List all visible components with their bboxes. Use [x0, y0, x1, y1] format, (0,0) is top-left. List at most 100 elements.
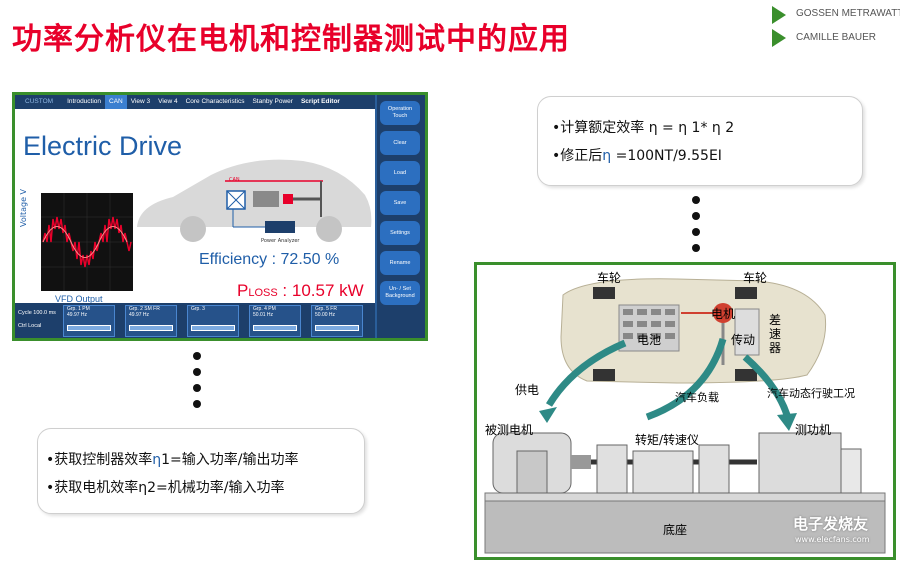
group-name: Grp. 4 PM [253, 306, 276, 312]
power-analyzer-label: Power Analyzer [261, 238, 300, 244]
rename-button[interactable]: Rename [380, 251, 420, 275]
efficiency-readout: Efficiency : 72.50 % [199, 251, 340, 268]
group-panel[interactable]: Grp. 3 [187, 305, 239, 337]
formula-line-2-rest: =100NT/9.55EI [611, 148, 722, 164]
button-label: Un- / Set [389, 286, 411, 292]
group-meter [191, 325, 235, 331]
scope-label: VFD Output [55, 294, 103, 304]
slide-title: 功率分析仪在电机和控制器测试中的应用 [12, 22, 570, 57]
group-name: Grp. 1 PM [67, 306, 90, 312]
save-button[interactable]: Save [380, 191, 420, 215]
watermark-logo: 电子发烧友 [793, 515, 869, 533]
button-sublabel: Background [385, 293, 415, 299]
ellipsis-dot [692, 196, 700, 204]
group-frequency: 49.97 Hz [67, 312, 88, 318]
eta-symbol: η [152, 452, 162, 468]
ctrl-label: Ctrl [18, 323, 27, 329]
can-label: CAN [229, 177, 240, 183]
tab-can[interactable]: CAN [105, 95, 127, 109]
wheel-right-label: 车轮 [743, 271, 768, 285]
ploss-subscript: LOSS [248, 287, 278, 299]
group-frequency: 50.00 Hz [315, 312, 336, 318]
tab-core-characteristics[interactable]: Core Characteristics [185, 98, 245, 105]
group-panel[interactable]: Grp. 5 FR 50.00 Hz [311, 305, 363, 337]
method-line-1: •获取控制器效率η1=输入功率/输出功率 [46, 449, 299, 469]
cycle-ctrl-status: Cycle 100.0 ms Ctrl Local [18, 307, 56, 333]
analyzer-tabs: CUSTOM Introduction CAN View 3 View 4 Co… [15, 95, 375, 109]
test-bench-illustration [484, 278, 886, 554]
group-frequency: 49.97 Hz [129, 312, 150, 318]
dynamometer-label: 测功机 [795, 423, 832, 437]
group-frequency: 50.01 Hz [253, 312, 274, 318]
motor-under-test-label: 被测电机 [485, 423, 534, 437]
efficiency-formula-box: •计算额定效率 η = η 1* η 2 •修正后η =100NT/9.55EI [537, 96, 863, 186]
torque-meter-label: 转矩/转速仪 [635, 433, 700, 447]
button-label: Save [393, 199, 407, 206]
button-label: Load [393, 169, 407, 176]
transmission-label: 传动 [731, 333, 756, 347]
group-meter [129, 325, 173, 331]
logo-triangle-icon [772, 6, 786, 24]
tab-view-4[interactable]: View 4 [158, 98, 178, 105]
button-label: Settings [390, 229, 410, 236]
test-bench-diagram: 车轮 车轮 电池 电机 传动 差 速 器 供电 汽车负载 汽车动态行驶工况 被测… [474, 262, 896, 560]
button-label: Operation [387, 106, 413, 112]
group-panel[interactable]: Grp. 4 PM 50.01 Hz [249, 305, 301, 337]
group-name: Grp. 5 FR [315, 306, 337, 312]
group-panel[interactable]: Grp. 2 SM FR 49.97 Hz [125, 305, 177, 337]
button-label: Clear [393, 139, 407, 146]
logo-line-1: GOSSEN METRAWATT [796, 8, 900, 19]
button-sublabel: Touch [392, 113, 408, 119]
group-meter [253, 325, 297, 331]
tab-introduction[interactable]: Introduction [67, 98, 102, 105]
ellipsis-dot [692, 228, 700, 236]
differential-label: 差 速 器 [769, 313, 782, 355]
tab-stanby-power[interactable]: Stanby Power [252, 98, 293, 105]
analyzer-main-panel: CAN Power Analyzer Electric Drive Voltag… [15, 109, 375, 304]
ellipsis-dot [692, 244, 700, 252]
tab-custom[interactable]: CUSTOM [25, 98, 54, 105]
car-silhouette-icon [137, 159, 372, 242]
vfd-waveform-plot [41, 193, 133, 291]
formula-line-2: •修正后η =100NT/9.55EI [552, 145, 722, 165]
ploss-value: : 10.57 kW [277, 281, 364, 300]
base-label: 底座 [663, 523, 688, 537]
formula-line-2-prefix: •修正后 [552, 148, 603, 164]
settings-button[interactable]: Settings [380, 221, 420, 245]
cycle-value: 100.0 ms [33, 310, 56, 316]
clear-button[interactable]: Clear [380, 131, 420, 155]
power-supply-label: 供电 [515, 383, 540, 397]
eta-symbol: η [602, 148, 612, 164]
ellipsis-dot [193, 400, 201, 408]
watermark-url: www.elecfans.com [795, 535, 870, 544]
vehicle-load-label: 汽车负载 [675, 391, 719, 404]
driving-conditions-label: 汽车动态行驶工况 [767, 387, 855, 400]
group-meter [67, 325, 111, 331]
group-panel[interactable]: Grp. 1 PM 49.97 Hz [63, 305, 115, 337]
group-meter [315, 325, 359, 331]
formula-line-1: •计算额定效率 η = η 1* η 2 [552, 120, 735, 136]
button-label: Rename [389, 259, 411, 266]
company-logo: GOSSEN METRAWATT CAMILLE BAUER [772, 4, 900, 50]
motor-label: 电机 [711, 307, 736, 321]
method-line-1-prefix: •获取控制器效率 [46, 452, 153, 468]
tab-view-3[interactable]: View 3 [130, 98, 151, 105]
wheel-left-label: 车轮 [597, 271, 622, 285]
logo-triangle-icon [772, 29, 786, 47]
screen-heading: Electric Drive [23, 131, 183, 161]
ctrl-value: Local [28, 323, 42, 329]
group-name: Grp. 2 SM FR [129, 306, 160, 312]
ellipsis-dot [193, 368, 201, 376]
logo-line-2: CAMILLE BAUER [796, 32, 877, 43]
ploss-readout: PLOSS : 10.57 kW [237, 281, 364, 301]
load-button[interactable]: Load [380, 161, 420, 185]
tab-script-editor[interactable]: Script Editor [300, 98, 340, 105]
method-line-1-rest: 1=输入功率/输出功率 [161, 452, 299, 468]
battery-label: 电池 [637, 333, 662, 347]
ellipsis-dot [692, 212, 700, 220]
analyzer-screen: CUSTOM Introduction CAN View 3 View 4 Co… [12, 92, 428, 341]
ellipsis-dot [193, 352, 201, 360]
